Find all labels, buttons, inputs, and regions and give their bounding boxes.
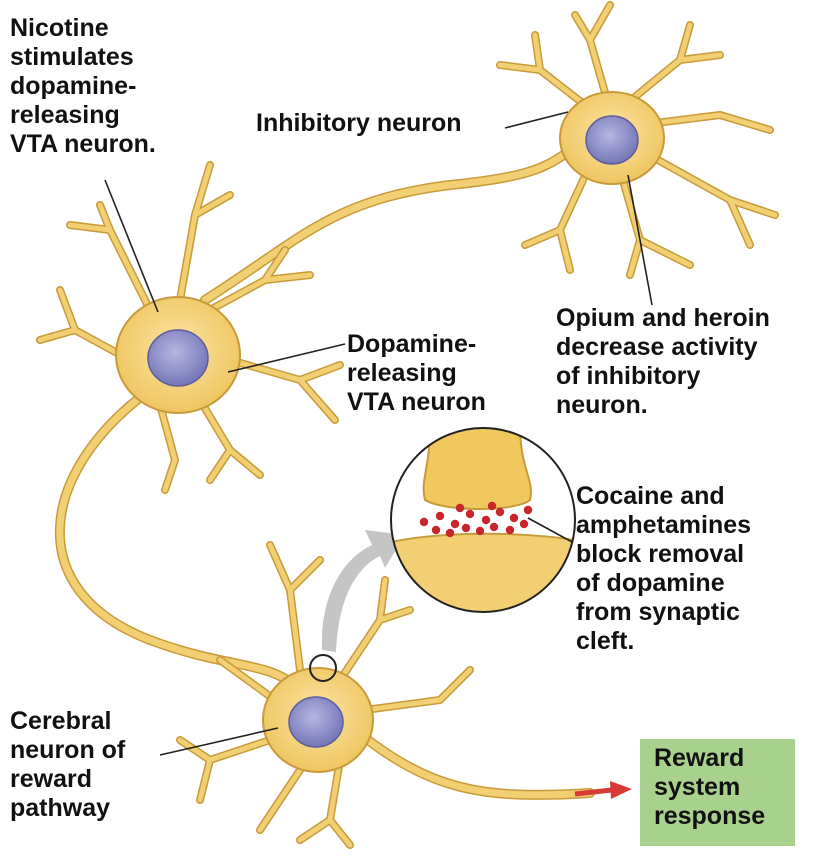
- dopamine-molecule: [466, 510, 474, 518]
- dopamine-molecule: [524, 506, 532, 514]
- dopamine-molecule: [436, 512, 444, 520]
- zoom-arrow: [322, 530, 405, 652]
- dopamine-molecule: [482, 516, 490, 524]
- dopamine-molecule: [462, 524, 470, 532]
- label-cocaine-amphetamines: Cocaine and amphetamines block removal o…: [576, 482, 751, 656]
- leader-nicotine: [105, 180, 158, 312]
- label-cerebral-neuron: Cerebral neuron of reward pathway: [10, 707, 125, 823]
- dopamine-molecule: [520, 520, 528, 528]
- dopamine-molecule: [490, 523, 498, 531]
- dopamine-molecule: [432, 526, 440, 534]
- label-nicotine: Nicotine stimulates dopamine- releasing …: [10, 14, 156, 159]
- label-reward-response: Reward system response: [640, 739, 795, 831]
- leader-inhibitory: [505, 112, 568, 128]
- reward-system-box: Reward system response: [640, 739, 795, 846]
- vta-nucleus: [148, 330, 208, 386]
- postsynaptic-membrane: [380, 534, 600, 620]
- dopamine-molecule: [420, 518, 428, 526]
- label-opium-heroin: Opium and heroin decrease activity of in…: [556, 304, 770, 420]
- synapse-zoom: [380, 425, 600, 620]
- vta-neuron: [40, 165, 340, 490]
- inhibitory-neuron: [500, 5, 775, 275]
- inhibitory-nucleus: [586, 116, 638, 164]
- label-inhibitory-neuron: Inhibitory neuron: [256, 109, 462, 138]
- dopamine-molecule: [488, 502, 496, 510]
- dopamine-molecule: [510, 514, 518, 522]
- dopamine-molecule: [476, 527, 484, 535]
- dopamine-molecule: [496, 508, 504, 516]
- dopamine-molecule: [446, 529, 454, 537]
- dopamine-molecule: [506, 526, 514, 534]
- label-dopamine-releasing-neuron: Dopamine- releasing VTA neuron: [347, 330, 486, 417]
- presynaptic-terminal: [424, 425, 531, 509]
- cerebral-nucleus: [289, 697, 343, 747]
- dopamine-molecule: [456, 504, 464, 512]
- dopamine-molecule: [451, 520, 459, 528]
